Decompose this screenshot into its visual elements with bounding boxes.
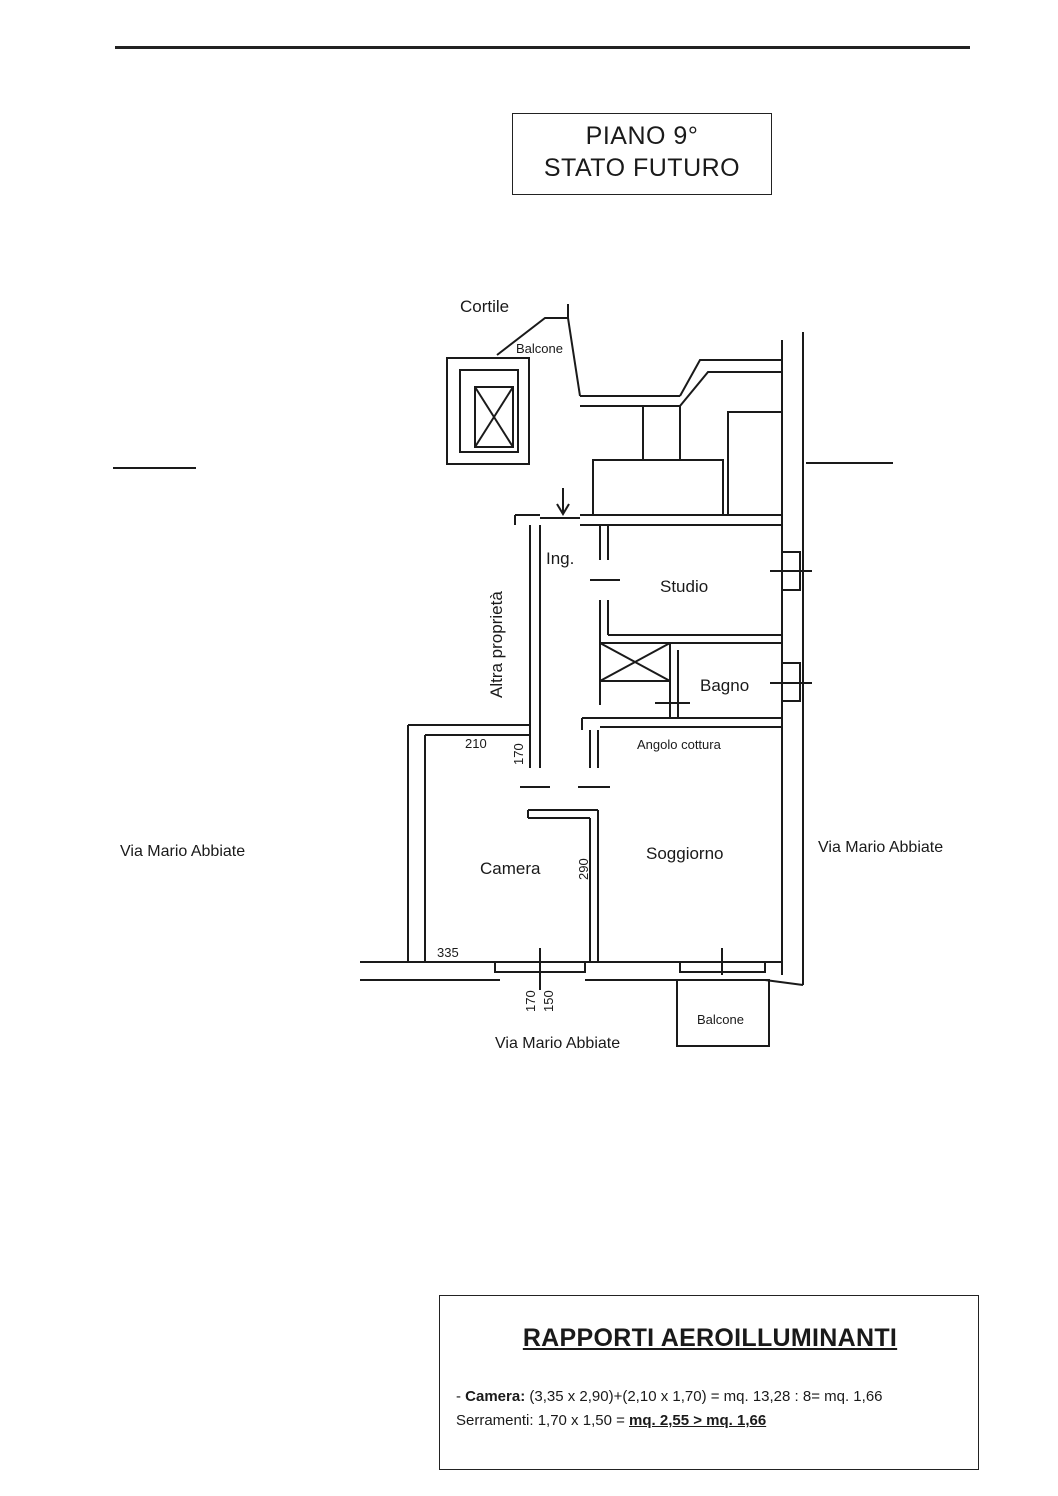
wall-segment [764, 979, 804, 986]
rapporti-title: RAPPORTI AEROILLUMINANTI [522, 1324, 898, 1352]
lift-inner [459, 369, 519, 453]
rapporti-box: RAPPORTI AEROILLUMINANTI - Camera: (3,35… [439, 1295, 979, 1470]
street-bottom: Via Mario Abbiate [495, 1035, 620, 1052]
street-left: Via Mario Abbiate [120, 843, 245, 860]
title-line-2: STATO FUTURO [543, 154, 741, 182]
dim-170-bottom: 170 [523, 990, 538, 1012]
rapporti-camera-line: - Camera: (3,35 x 2,90)+(2,10 x 1,70) = … [456, 1388, 883, 1405]
dim-210: 210 [465, 736, 487, 751]
top-rule [115, 46, 970, 49]
entrance-arrow-head [556, 503, 570, 516]
street-right: Via Mario Abbiate [818, 839, 943, 856]
stair-flight [642, 405, 681, 461]
label-angolo-cottura: Angolo cottura [637, 737, 722, 752]
title-box: PIANO 9° STATO FUTURO [512, 113, 772, 195]
dim-290: 290 [576, 858, 591, 880]
label-bagno: Bagno [700, 676, 749, 695]
wall-segment [679, 359, 782, 397]
rapporti-serramenti-line: Serramenti: 1,70 x 1,50 = mq. 2,55 > mq.… [456, 1412, 766, 1429]
serramenti-label: Serramenti: 1,70 x 1,50 = [456, 1412, 630, 1429]
stair-flight [592, 459, 724, 516]
label-balcone-top: Balcone [516, 341, 563, 356]
camera-label: Camera: [465, 1388, 526, 1405]
bagno-cross [599, 642, 671, 682]
lift-cabin [474, 386, 514, 448]
dim-335: 335 [437, 945, 459, 960]
lift-outer [446, 357, 530, 465]
label-balcone-bottom: Balcone [697, 1012, 744, 1027]
balcone-bottom-outline [676, 979, 770, 1047]
lift-cross [474, 386, 514, 448]
label-altra-proprieta: Altra proprietà [487, 591, 506, 698]
balcone-top-outline [496, 317, 581, 397]
plan-labels: Cortile Balcone Ing. Studio Bagno Angolo… [120, 297, 943, 1052]
label-studio: Studio [660, 577, 708, 596]
stair-flight [727, 411, 783, 516]
label-camera: Camera [480, 859, 541, 878]
label-ingresso: Ing. [546, 549, 574, 568]
dim-170-top: 170 [511, 743, 526, 765]
title-line-1: PIANO 9° [585, 122, 699, 150]
serramenti-result: mq. 2,55 > mq. 1,66 [629, 1412, 767, 1429]
camera-formula: (3,35 x 2,90)+(2,10 x 1,70) = mq. 13,28 … [525, 1388, 883, 1405]
label-soggiorno: Soggiorno [646, 844, 724, 863]
wall-segment [679, 371, 782, 407]
dim-150: 150 [541, 990, 556, 1012]
plan-walls [113, 304, 893, 1047]
camera-prefix: - [456, 1388, 466, 1405]
label-cortile: Cortile [460, 297, 509, 316]
